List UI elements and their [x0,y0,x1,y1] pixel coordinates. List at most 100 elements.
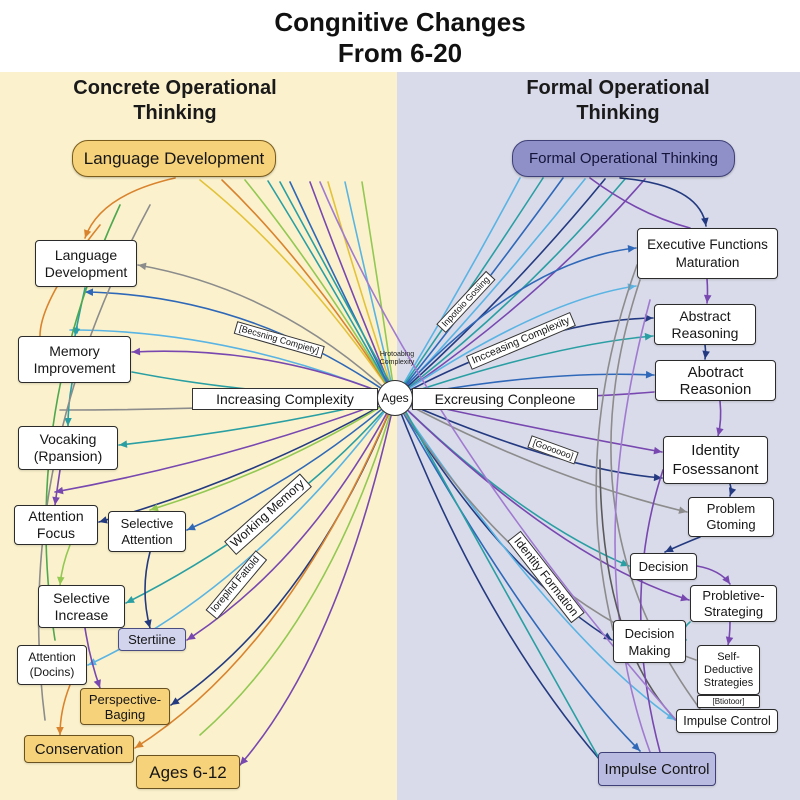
executive-functions-box: Executive Functions Maturation [637,228,778,279]
connector-line [327,181,396,399]
arrowhead [728,487,737,496]
selective-increase-box: Selective Increase [38,585,125,628]
arrowhead [644,314,653,322]
arrowhead [627,245,636,253]
connector-arrow [131,350,396,399]
connector-line [267,180,396,399]
arrowhead [135,740,144,748]
language-development-pill: Language Development [72,140,276,177]
formal-operational-heading: Formal Operational Thinking [526,77,710,124]
connector-arrow [134,397,396,749]
arrowhead [645,370,654,379]
abstract-reasoning-box: Abstract Reasoning [654,304,756,345]
connector-line [344,181,396,399]
connector-line [199,179,396,399]
connector-arrow [84,627,101,689]
connector-line [244,179,396,399]
arrowhead [72,327,81,336]
arrowhead [144,619,152,628]
connector-arrow [394,397,676,721]
arrowhead [680,594,689,602]
connector-line [221,179,396,399]
hub-caption: Hrotoabing Complexity [379,351,415,366]
connector-arrow [394,397,688,513]
arrowhead [126,595,135,603]
ages-hub: Ages [377,380,413,416]
arrowhead [716,427,724,436]
btiotoor-box: [Btiotoor] [697,695,760,708]
connector-arrow [186,397,396,531]
connector-line [595,264,638,631]
diagram-title: Congnitive Changes From 6-20 [274,7,526,68]
arrowhead [85,288,94,296]
abotract-reasonion-box: Abotract Reasonion [655,360,776,401]
arrowhead [187,523,196,531]
connector-line [394,178,626,399]
arrowhead [171,697,180,705]
connector-line [394,397,601,761]
connector-arrow [170,397,396,706]
arrowhead [52,496,60,505]
connector-line [319,181,677,721]
connector-arrow [186,397,396,641]
self-deductive-strategies-box: Self- Deductive Strategies [697,645,760,695]
arrowhead [132,347,141,356]
connector-arrow [394,397,690,601]
ages-6-12-box: Ages 6-12 [136,755,240,789]
arrowhead [119,440,128,448]
arrowhead [99,516,108,524]
connector-arrow [84,177,176,239]
connector-arrow [239,397,396,766]
attention-docins-box: Attention (Docins) [17,645,87,685]
arrowhead [666,712,675,720]
arrowhead [240,756,249,765]
arrowhead [678,506,687,514]
arrowhead [93,679,101,688]
connector-arrow [394,285,637,399]
selective-attention-box: Selective Attention [108,511,186,552]
vocaking-box: Vocaking (Rpansion) [18,426,118,470]
connector-arrow [394,247,637,399]
decision-box: Decision [630,553,697,580]
memory-improvement-box: Memory Improvement [18,336,131,383]
concrete-operational-heading: Concrete Operational Thinking [73,77,277,124]
arrowhead [653,446,662,455]
connector-arrow [394,335,654,399]
connector-line [279,181,601,761]
arrowhead [644,332,653,341]
formal-operational-thinking-pill: Formal Operational Thinking [512,140,735,177]
arrowhead [603,632,612,640]
language-development-box: Language Development [35,240,137,287]
connector-arrow [696,565,731,585]
connector-arrow [619,177,707,227]
arrowhead [722,575,730,584]
increasing-complexity-bar: Increasing Complexity [192,388,378,410]
identity-fosessanont-box: Identity Fosessanont [663,436,768,484]
connector-line [394,178,646,399]
problem-gtoming-box: Problem Gtoming [688,497,774,537]
perspective-baging-box: Perspective- Baging [80,688,170,725]
connector-line [589,177,691,229]
arrowhead [703,294,712,303]
decision-making-box: Decision Making [613,620,686,663]
connector-line [199,397,396,736]
arrowhead [702,350,710,359]
impulse-control-box: Impulse Control [598,752,716,786]
connector-arrow [137,264,396,399]
impulse-control-small-box: Impulse Control [676,709,778,733]
arrowhead [150,504,159,512]
conservation-box: Conservation [24,735,134,763]
probletive-strateging-box: Probletive- Strateging [690,585,777,622]
arrowhead [187,632,196,640]
connector-line [614,299,651,753]
connector-line [394,177,521,399]
attention-focus-box: Attention Focus [14,505,98,545]
arrowhead [665,545,674,553]
connector-line [289,181,396,399]
connector-line [361,181,396,399]
connector-arrow [98,397,396,523]
connector-arrow [84,291,396,399]
arrowhead [701,217,709,226]
connector-arrow [394,397,641,752]
excreusing-conpleone-bar: Excreusing Conpleone [412,388,598,410]
